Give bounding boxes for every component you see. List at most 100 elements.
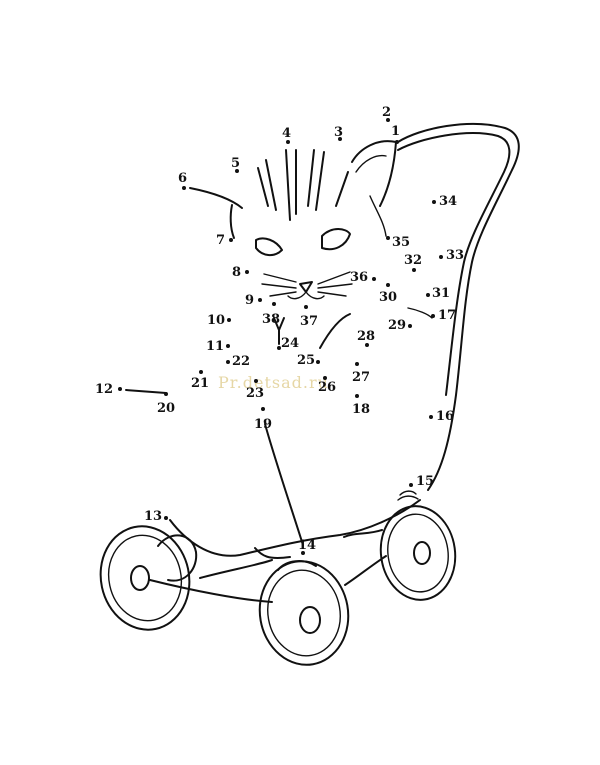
dot-label-6: 6: [178, 171, 187, 186]
kitten-arm-line: [125, 389, 167, 394]
stroller-frame-left: [149, 579, 273, 603]
dot-36: [372, 277, 376, 281]
kitten-cheek-right: [369, 195, 387, 237]
kitten-drawing: [125, 140, 397, 546]
dot-label-36: 36: [350, 270, 368, 285]
dot-2: [386, 118, 390, 122]
dot-label-19: 19: [254, 417, 272, 432]
dot-label-27: 27: [352, 370, 370, 385]
dot-11: [226, 344, 230, 348]
dot-label-5: 5: [231, 156, 240, 171]
dot-7: [229, 238, 233, 242]
dot-38: [272, 302, 276, 306]
kitten-ear: [351, 140, 397, 207]
dot-17: [431, 314, 435, 318]
dot-6: [182, 186, 186, 190]
kitten-body-line: [264, 423, 304, 546]
stroller-handle-inner: [397, 132, 511, 396]
stroller-lip-line: [407, 307, 433, 319]
dot-label-9: 9: [245, 293, 254, 308]
dot-label-3: 3: [334, 125, 343, 140]
numbered-dots: 1234567891011121314151617181920212223242…: [95, 105, 464, 555]
dot-label-15: 15: [416, 474, 434, 489]
dot-35: [386, 236, 390, 240]
kitten-eye-left-shine: [266, 244, 270, 248]
dot-26: [323, 376, 327, 380]
dot-label-26: 26: [318, 380, 336, 395]
wheel-front-right: [379, 505, 457, 601]
dot-21: [199, 370, 203, 374]
dot-label-25: 25: [297, 353, 315, 368]
dot-19: [261, 407, 265, 411]
kitten-nose: [299, 281, 313, 293]
kitten-head-left: [189, 187, 243, 209]
dot-23: [254, 379, 258, 383]
dot-label-7: 7: [216, 233, 225, 248]
stroller-handle-outline: [397, 122, 520, 491]
dot-label-22: 22: [232, 354, 250, 369]
dot-label-11: 11: [206, 339, 224, 354]
dot-label-18: 18: [352, 402, 370, 417]
dot-label-8: 8: [232, 265, 241, 280]
dot-18: [355, 394, 359, 398]
stroller-base-step: [254, 547, 291, 559]
dot-label-17: 17: [438, 308, 456, 323]
dot-label-28: 28: [357, 329, 375, 344]
kitten-mouth: [287, 291, 325, 300]
dot-label-24: 24: [281, 336, 299, 351]
dot-label-33: 33: [446, 248, 464, 263]
dot-29: [408, 324, 412, 328]
stroller-frame-right: [344, 555, 387, 586]
dot-label-20: 20: [157, 401, 175, 416]
dot-label-29: 29: [388, 318, 406, 333]
dot-9: [258, 298, 262, 302]
stroller-drawing: [149, 122, 520, 603]
kitten-ear-inner: [355, 154, 387, 173]
kitten-whiskers: [261, 271, 353, 297]
stroller-frame-mid: [199, 559, 273, 579]
kitten-eye-right: [321, 228, 351, 251]
dot-12: [118, 387, 122, 391]
dot-label-12: 12: [95, 382, 113, 397]
dot-label-14: 14: [298, 538, 316, 553]
dot-label-1: 1: [391, 124, 400, 139]
dot-14: [301, 551, 305, 555]
dot-label-23: 23: [246, 386, 264, 401]
dot-label-34: 34: [439, 194, 457, 209]
dot-28: [365, 343, 369, 347]
dot-label-35: 35: [392, 235, 410, 250]
dot-5: [235, 169, 239, 173]
dot-3: [338, 137, 342, 141]
dot-25: [316, 360, 320, 364]
dot-label-31: 31: [432, 286, 450, 301]
dot-label-37: 37: [300, 314, 318, 329]
wheel-front-middle: [258, 560, 350, 666]
dot-8: [245, 270, 249, 274]
wheel-back-left: [99, 525, 198, 631]
dot-32: [412, 268, 416, 272]
dot-label-21: 21: [191, 376, 209, 391]
kitten-cheek-left: [229, 204, 235, 239]
stroller-base-right: [343, 529, 383, 538]
dot-27: [355, 362, 359, 366]
dot-label-30: 30: [379, 290, 397, 305]
dot-31: [426, 293, 430, 297]
dot-label-32: 32: [404, 253, 422, 268]
stroller-base-front: [169, 499, 421, 557]
kitten-stripes: [257, 149, 349, 221]
dot-33: [439, 255, 443, 259]
dot-16: [429, 415, 433, 419]
kitten-paw-left: [273, 317, 285, 345]
dot-24: [277, 346, 281, 350]
dot-label-2: 2: [382, 105, 391, 120]
dot-30: [386, 283, 390, 287]
watermark-text: Pr.detsad.ru: [218, 373, 329, 392]
dot-37: [304, 305, 308, 309]
dot-13: [164, 516, 168, 520]
dot-10: [227, 318, 231, 322]
dot-label-10: 10: [207, 313, 225, 328]
dot-label-4: 4: [282, 126, 291, 141]
dot-1: [395, 140, 399, 144]
kitten-eye-right-shine: [336, 234, 340, 238]
